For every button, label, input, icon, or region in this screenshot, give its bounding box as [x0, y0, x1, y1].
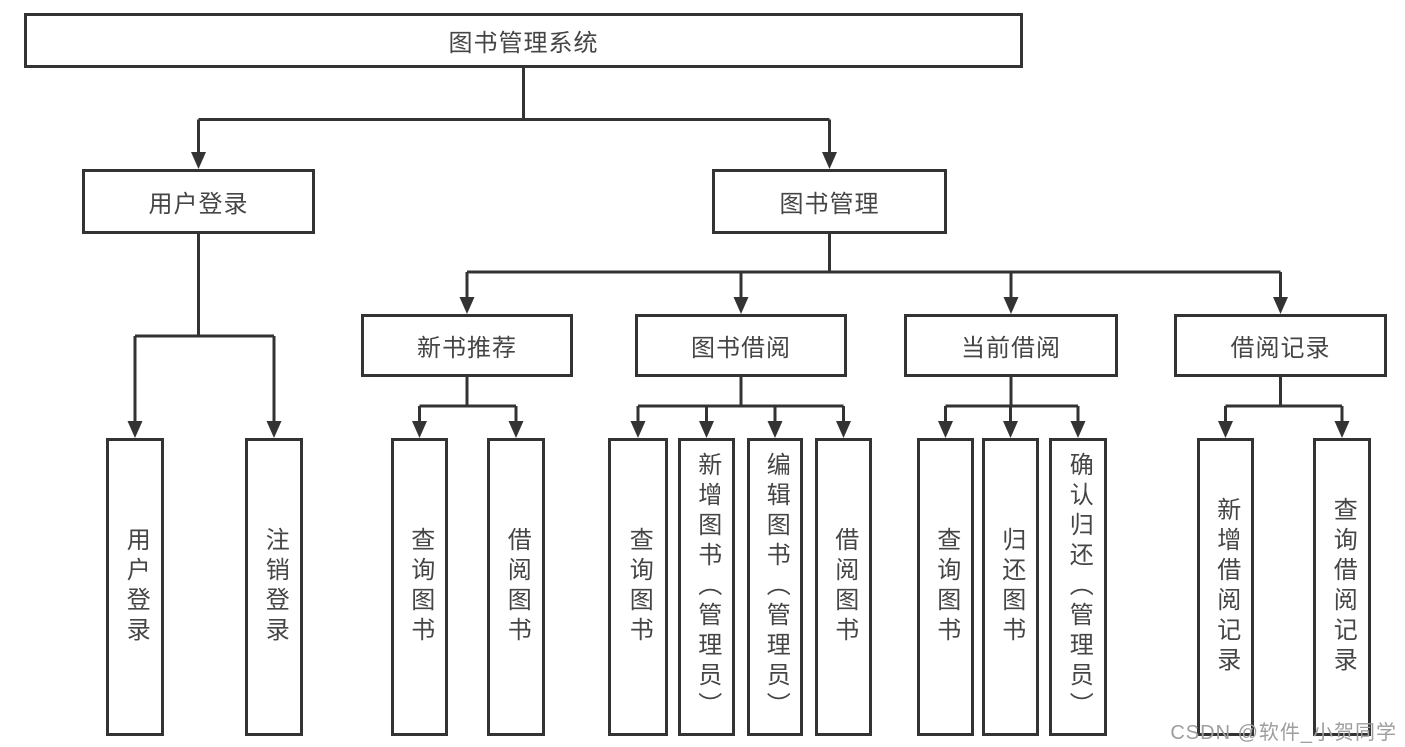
node-current-borrow: 当前借阅 [904, 314, 1118, 377]
connector-new-book-recommend-to-leaves [418, 377, 518, 423]
connector-user-login-to-leaves [133, 234, 276, 423]
leaf-recommend-borrow-book: 借阅图书 [487, 438, 545, 736]
node-root-label: 图书管理系统 [448, 30, 599, 57]
leaf-edit-book-admin: 编辑图书（管理员） [747, 438, 803, 736]
node-book-borrow: 图书借阅 [635, 314, 847, 377]
connector-book-borrow-to-leaves [636, 377, 845, 423]
leaf-current-query-book-label: 查询图书 [932, 527, 960, 647]
node-current-borrow-label: 当前借阅 [961, 335, 1061, 362]
node-borrow-records-label: 借阅记录 [1230, 335, 1331, 362]
leaf-confirm-return-admin: 确认归还（管理员） [1049, 438, 1107, 736]
leaf-current-query-book: 查询图书 [917, 438, 974, 736]
leaf-borrow-book: 借阅图书 [815, 438, 872, 736]
leaf-logout-label: 注销登录 [261, 527, 289, 647]
leaf-logout: 注销登录 [245, 438, 303, 736]
leaf-add-book-admin-label: 新增图书（管理员） [693, 452, 721, 722]
leaf-edit-book-admin-label: 编辑图书（管理员） [762, 452, 790, 722]
node-user-login: 用户登录 [82, 169, 315, 234]
node-user-login-label: 用户登录 [148, 191, 249, 218]
leaf-recommend-borrow-book-label: 借阅图书 [503, 527, 531, 647]
leaf-add-borrow-record: 新增借阅记录 [1197, 438, 1254, 736]
leaf-recommend-query-book: 查询图书 [391, 438, 448, 736]
leaf-add-book-admin: 新增图书（管理员） [678, 438, 735, 736]
leaf-return-book: 归还图书 [982, 438, 1039, 736]
node-book-borrow-label: 图书借阅 [691, 335, 791, 362]
node-book-management-label: 图书管理 [779, 191, 880, 218]
leaf-user-login-label: 用户登录 [122, 527, 150, 647]
leaf-add-borrow-record-label: 新增借阅记录 [1212, 497, 1240, 677]
node-book-management: 图书管理 [712, 169, 947, 234]
leaf-query-borrow-record: 查询借阅记录 [1313, 438, 1371, 736]
leaf-borrow-query-book-label: 查询图书 [625, 527, 653, 647]
watermark-text: CSDN @软件_小贺同学 [1170, 722, 1397, 744]
node-new-book-recommend: 新书推荐 [361, 314, 573, 377]
connector-book-management-to-level3 [465, 234, 1282, 299]
node-new-book-recommend-label: 新书推荐 [417, 335, 517, 362]
leaf-recommend-query-book-label: 查询图书 [406, 527, 434, 647]
connector-root-to-level2 [197, 68, 831, 154]
leaf-return-book-label: 归还图书 [997, 527, 1025, 647]
leaf-confirm-return-admin-label: 确认归还（管理员） [1065, 452, 1093, 722]
node-root: 图书管理系统 [24, 13, 1023, 68]
connector-current-borrow-to-leaves [944, 377, 1080, 423]
connector-borrow-records-to-leaves [1224, 377, 1344, 423]
leaf-query-borrow-record-label: 查询借阅记录 [1329, 497, 1357, 677]
leaf-user-login: 用户登录 [106, 438, 164, 736]
node-borrow-records: 借阅记录 [1174, 314, 1387, 377]
leaf-borrow-book-label: 借阅图书 [830, 527, 858, 647]
leaf-borrow-query-book: 查询图书 [608, 438, 668, 736]
